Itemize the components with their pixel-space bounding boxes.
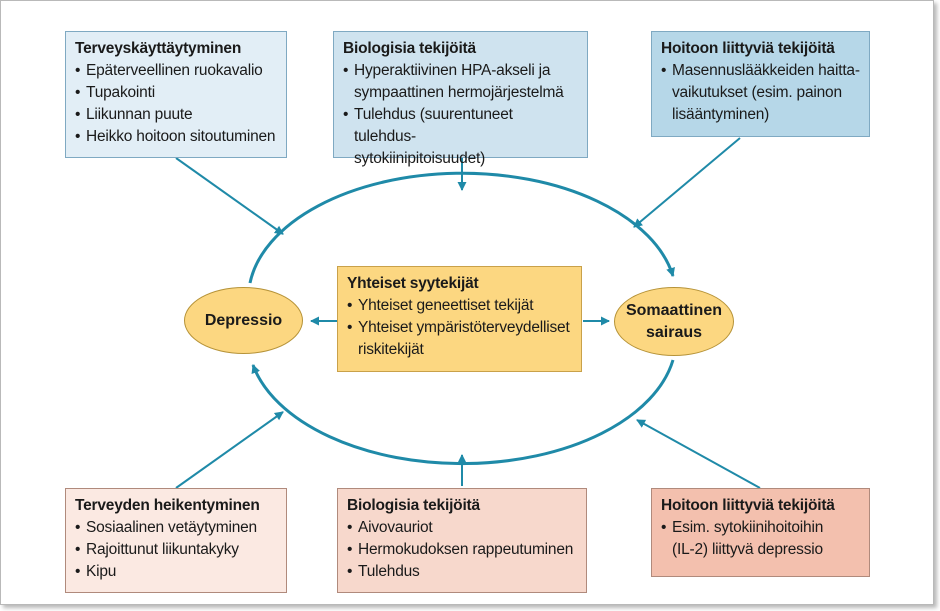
node-depressio: Depressio bbox=[184, 287, 303, 354]
list-item: Aivovauriot bbox=[347, 517, 577, 539]
box-title: Terveyskäyttäytyminen bbox=[75, 40, 242, 57]
list-item: Esim. sytokiinihoitoihin(IL-2) liittyvä … bbox=[661, 517, 860, 561]
list-item: Tupakointi bbox=[75, 82, 277, 104]
arrow-bottomright-to-cycle bbox=[636, 419, 761, 489]
box-title: Biologisia tekijöitä bbox=[343, 40, 476, 57]
list-item: Tulehdus bbox=[347, 561, 577, 583]
list-item: Liikunnan puute bbox=[75, 104, 277, 126]
box-health-decline: Terveyden heikentyminen Sosiaalinen vetä… bbox=[65, 488, 287, 593]
box-common-causes: Yhteiset syytekijät Yhteiset geneettiset… bbox=[337, 266, 582, 372]
list-item: Tulehdus (suurentuneet tulehdus-sytokiin… bbox=[343, 104, 578, 170]
list-item: Masennuslääkkeiden haitta-vaikutukset (e… bbox=[661, 60, 860, 126]
list-item: Hermokudoksen rappeutuminen bbox=[347, 539, 577, 561]
list-item: Hyperaktiivinen HPA-akseli jasympaattine… bbox=[343, 60, 578, 104]
arrow-bottomleft-to-cycle bbox=[175, 411, 284, 489]
box-treatment-factors-top: Hoitoon liittyviä tekijöitä Masennuslääk… bbox=[651, 31, 870, 137]
arrow-topleft-to-cycle bbox=[175, 157, 284, 235]
list-item: Heikko hoitoon sitoutuminen bbox=[75, 126, 277, 148]
box-title: Biologisia tekijöitä bbox=[347, 497, 480, 514]
box-biological-factors-bottom: Biologisia tekijöitä Aivovauriot Hermoku… bbox=[337, 488, 587, 593]
arrow-topright-to-cycle bbox=[633, 137, 741, 228]
list-item: Epäterveellinen ruokavalio bbox=[75, 60, 277, 82]
cycle-arc-bottom bbox=[251, 359, 675, 466]
list-item: Rajoittunut liikuntakyky bbox=[75, 539, 277, 561]
box-title: Terveyden heikentyminen bbox=[75, 497, 260, 514]
list-item: Yhteiset geneettiset tekijät bbox=[347, 295, 572, 317]
box-treatment-factors-bottom: Hoitoon liittyviä tekijöitä Esim. sytoki… bbox=[651, 488, 870, 577]
box-title: Hoitoon liittyviä tekijöitä bbox=[661, 40, 835, 57]
list-item: Yhteiset ympäristöterveydellisetriskitek… bbox=[347, 317, 572, 361]
list-item: Kipu bbox=[75, 561, 277, 583]
box-biological-factors-top: Biologisia tekijöitä Hyperaktiivinen HPA… bbox=[333, 31, 588, 167]
box-title: Hoitoon liittyviä tekijöitä bbox=[661, 497, 835, 514]
list-item: Sosiaalinen vetäytyminen bbox=[75, 517, 277, 539]
box-title: Yhteiset syytekijät bbox=[347, 275, 479, 292]
node-label: Depressio bbox=[204, 311, 283, 329]
box-health-behaviour: Terveyskäyttäytyminen Epäterveellinen ru… bbox=[65, 31, 287, 158]
